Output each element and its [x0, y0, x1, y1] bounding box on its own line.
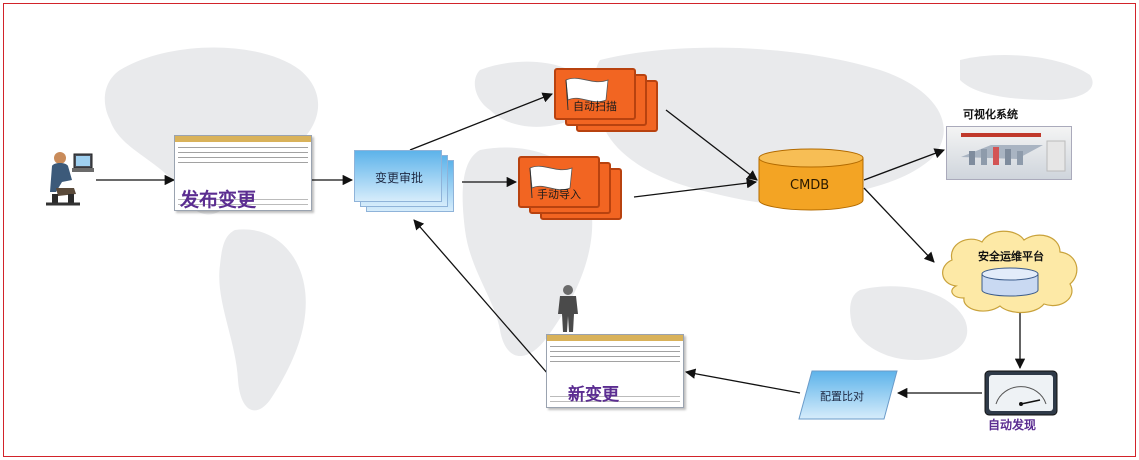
- arrow-newchange-to-approval: [413, 219, 549, 375]
- parallelogram-icon: [798, 370, 898, 420]
- cmdb-label: CMDB: [790, 178, 830, 193]
- arrow-autoscan-to-cmdb: [665, 109, 758, 181]
- flag-icon: 手动导入: [518, 156, 600, 208]
- security-ops-label: 安全运维平台: [978, 250, 1044, 263]
- release-change-node[interactable]: 发布变更: [174, 135, 314, 213]
- config-compare-node[interactable]: 配置比对: [798, 370, 898, 420]
- auto-discovery-node[interactable]: [984, 370, 1058, 416]
- security-ops-node[interactable]: 安全运维平台: [934, 226, 1086, 316]
- manager-actor: [556, 284, 580, 334]
- auto-scan-label: 自动扫描: [573, 100, 617, 113]
- auto-scan-node[interactable]: 自动扫描: [554, 68, 666, 140]
- new-change-label: 新变更: [568, 385, 619, 405]
- arrow-approval-to-autoscan: [409, 92, 553, 151]
- flag-icon: 自动扫描: [554, 68, 636, 120]
- change-approval-label: 变更审批: [374, 170, 423, 185]
- arrow-cmdb-to-security: [863, 187, 935, 263]
- new-change-node[interactable]: 新变更: [546, 334, 686, 410]
- database-icon: [758, 148, 864, 211]
- cloud-icon: [942, 230, 1078, 314]
- arrow-cmdb-to-visualization: [863, 148, 945, 181]
- visualization-label: 可视化系统: [963, 108, 1018, 121]
- person-at-computer-icon: [46, 152, 94, 206]
- release-change-label: 发布变更: [180, 189, 257, 211]
- document-icon: [546, 334, 684, 408]
- chart-thumbnail-icon: [961, 133, 1066, 172]
- visualization-node[interactable]: [946, 126, 1072, 180]
- arrow-compare-to-newchange: [684, 368, 801, 394]
- arrow-manual-to-cmdb: [633, 177, 758, 198]
- diagram-frame: [3, 3, 1136, 457]
- change-approval-node[interactable]: 变更审批: [354, 150, 464, 214]
- gauge-icon: [984, 370, 1058, 416]
- standing-person-icon: [558, 285, 578, 332]
- cmdb-node[interactable]: CMDB: [758, 148, 864, 212]
- config-compare-label: 配置比对: [820, 390, 864, 403]
- auto-discovery-label: 自动发现: [988, 418, 1037, 432]
- stacked-sheets-icon: 变更审批: [354, 150, 442, 202]
- manual-import-label: 手动导入: [537, 188, 581, 201]
- manual-import-node[interactable]: 手动导入: [518, 156, 634, 228]
- document-icon: [174, 135, 312, 211]
- operator-actor: [46, 148, 96, 208]
